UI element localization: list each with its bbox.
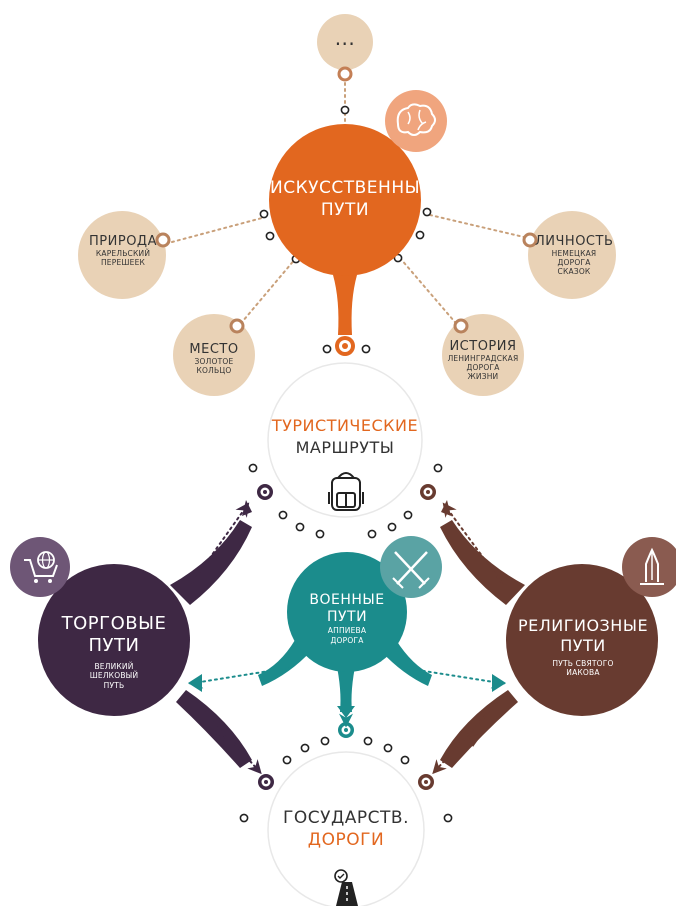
religious-routes-sub2: ИАКОВА — [566, 667, 600, 677]
satellite-history-sub1: ЛЕНИНГРАДСКАЯ — [447, 353, 519, 363]
tourist-routes-node — [267, 362, 423, 518]
satellite-place-label: МЕСТО ЗОЛОТОЕ КОЛЬЦО — [176, 343, 252, 375]
trade-routes-node — [38, 520, 252, 768]
placeholder-label: ... — [334, 26, 356, 50]
satellite-history-label: ИСТОРИЯ ЛЕНИНГРАДСКАЯ ДОРОГА ЖИЗНИ — [441, 340, 525, 382]
state-roads-node — [267, 751, 425, 906]
satellite-nature-title: ПРИРОДА — [89, 234, 157, 249]
military-routes-line1: ВОЕННЫЕ — [309, 592, 385, 608]
satellite-place-sub1: ЗОЛОТОЕ — [194, 356, 234, 366]
tourist-routes-line1: ТУРИСТИЧЕСКИЕ — [271, 416, 419, 435]
satellite-history-sub3: ЖИЗНИ — [467, 372, 499, 382]
trade-routes-line2: ПУТИ — [88, 634, 140, 656]
state-ring-dots — [239, 736, 453, 823]
satellite-history-title: ИСТОРИЯ — [449, 339, 517, 354]
artificial-paths-line2: ПУТИ — [320, 199, 370, 220]
artificial-paths-line1: ИСКУССТВЕННЫЕ — [270, 178, 432, 198]
satellite-history-circle — [442, 314, 524, 396]
shopping-cart-globe-icon — [10, 537, 70, 597]
satellite-history-sub2: ДОРОГА — [466, 363, 500, 373]
satellite-place-sub2: КОЛЬЦО — [196, 366, 232, 376]
satellite-personality-sub1: НЕМЕЦКАЯ — [551, 248, 597, 258]
tourist-routes-line2: МАРШРУТЫ — [295, 437, 395, 457]
crossed-swords-icon — [380, 536, 442, 598]
satellite-place-circle — [173, 314, 255, 396]
praying-hands-icon — [622, 537, 676, 597]
state-left-port — [258, 774, 274, 790]
military-routes-line2: ПУТИ — [326, 608, 368, 625]
tourist-ring-dots — [248, 463, 443, 539]
top-connector-dots — [259, 105, 432, 354]
satellite-nature-sub2: ПЕРЕШЕЕК — [100, 258, 146, 268]
arrowheads — [188, 500, 506, 747]
satellite-personality-label: ЛИЧНОСТЬ НЕМЕЦКАЯ ДОРОГА СКАЗОК — [535, 235, 613, 277]
religious-routes-line1: РЕЛИГИОЗНЫЕ — [517, 616, 649, 635]
religious-routes-label: РЕЛИГИОЗНЫЕ ПУТИ ПУТЬ СВЯТОГО ИАКОВА — [510, 616, 656, 677]
state-roads-line1: ГОСУДАРСТВ. — [283, 808, 409, 828]
military-routes-sub1: АППИЕВА — [327, 626, 367, 636]
military-routes-sub2: ДОРОГА — [330, 635, 364, 645]
state-roads-title: ГОСУДАРСТВ. ДОРОГИ — [268, 808, 424, 850]
placeholder-node — [317, 14, 373, 82]
satellite-personality-title: ЛИЧНОСТЬ — [535, 234, 614, 249]
trade-routes-line1: ТОРГОВЫЕ — [61, 613, 167, 634]
brain-icon — [385, 90, 447, 152]
religious-routes-node — [440, 520, 658, 768]
state-roads-line2: ДОРОГИ — [307, 829, 385, 850]
satellite-nature-circle — [78, 211, 171, 299]
religious-routes-line2: ПУТИ — [560, 635, 606, 655]
satellite-nature-sub1: КАРЕЛЬСКИЙ — [95, 248, 151, 258]
trade-routes-sub3: ПУТЬ — [103, 680, 125, 690]
tourist-right-port — [420, 484, 436, 500]
tourist-left-port — [257, 484, 273, 500]
satellite-personality-sub2: ДОРОГА — [557, 258, 591, 268]
satellite-personality-sub3: СКАЗОК — [557, 267, 591, 277]
satellite-place-title: МЕСТО — [189, 342, 239, 357]
backpack-icon — [328, 472, 364, 511]
trade-routes-label: ТОРГОВЫЕ ПУТИ ВЕЛИКИЙ ШЕЛКОВЫЙ ПУТЬ — [44, 613, 184, 690]
state-right-port — [418, 774, 434, 790]
satellite-personality-circle — [522, 211, 616, 299]
road-icon — [334, 869, 358, 906]
route-arrows — [188, 502, 506, 775]
tourist-routes-title: ТУРИСТИЧЕСКИЕ МАРШРУТЫ — [270, 416, 420, 457]
top-connectors — [171, 82, 529, 329]
artificial-paths-title: ИСКУССТВЕННЫЕ ПУТИ — [270, 178, 432, 220]
trade-routes-sub2: ШЕЛКОВЫЙ — [89, 671, 139, 681]
artificial-paths-node — [269, 124, 421, 356]
trade-routes-sub1: ВЕЛИКИЙ — [94, 661, 134, 671]
military-routes-label: ВОЕННЫЕ ПУТИ АППИЕВА ДОРОГА — [292, 593, 402, 645]
religious-routes-sub1: ПУТЬ СВЯТОГО — [552, 658, 614, 668]
satellite-nature-label: ПРИРОДА КАРЕЛЬСКИЙ ПЕРЕШЕЕК — [84, 235, 162, 267]
